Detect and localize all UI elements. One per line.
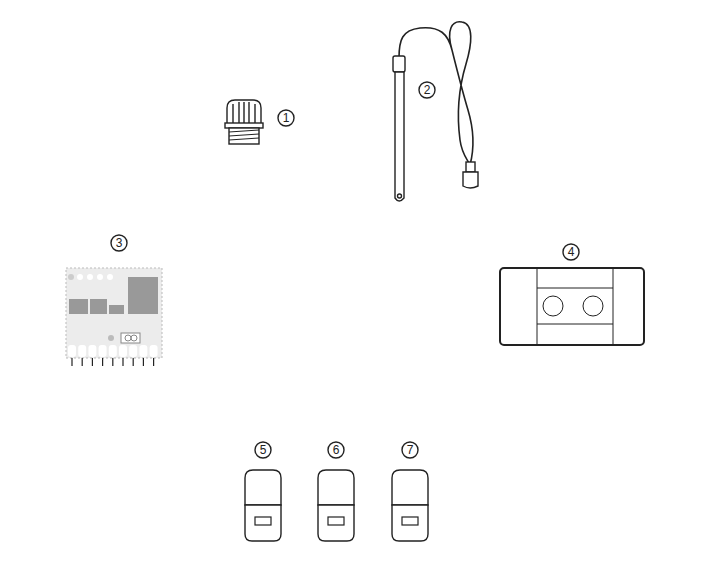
callout-number: 4 — [561, 242, 581, 262]
callout-number: 1 — [276, 108, 296, 128]
fitting — [225, 100, 263, 144]
callout-number: 6 — [326, 440, 346, 460]
callout-number: 7 — [400, 440, 420, 460]
circuit-board — [66, 268, 162, 366]
callout-number: 7 — [400, 440, 420, 460]
callout-number: 1 — [276, 108, 296, 128]
callout-number: 4 — [561, 242, 581, 262]
callout-number: 2 — [417, 80, 437, 100]
probe — [393, 22, 478, 201]
housing — [500, 268, 644, 345]
clips — [245, 470, 428, 541]
callout-number: 5 — [253, 440, 273, 460]
callout-number: 5 — [253, 440, 273, 460]
callout-number: 6 — [326, 440, 346, 460]
callout-number: 3 — [109, 233, 129, 253]
callout-number: 2 — [417, 80, 437, 100]
callout-number: 3 — [109, 233, 129, 253]
